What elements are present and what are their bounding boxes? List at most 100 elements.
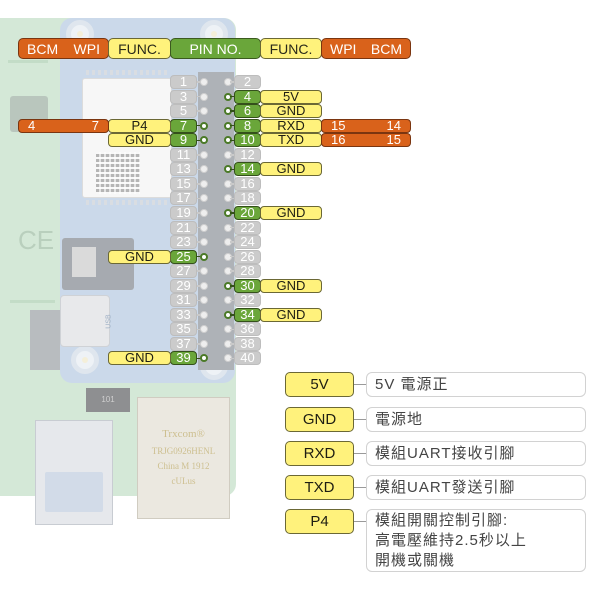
pin-connector-line — [230, 95, 235, 98]
header-right-wpi-bcm: WPI BCM — [321, 38, 411, 59]
legend-key-rxd: RXD — [285, 441, 354, 466]
pin-connector-dot — [200, 194, 208, 203]
legend-key-p4: P4 — [285, 509, 354, 534]
func-label-pin-30: GND — [260, 278, 322, 293]
func-label-pin-25: GND — [108, 249, 171, 264]
legend-connector — [354, 419, 366, 420]
pin-connector-line — [230, 343, 235, 345]
pin-23: 23 — [170, 235, 197, 250]
pin-26: 26 — [234, 249, 261, 264]
pin-40: 40 — [234, 351, 261, 366]
pin-39: 39 — [170, 351, 197, 366]
pin-connector-line — [230, 183, 235, 185]
pin-connector-line — [197, 241, 202, 243]
pin-connector-dot — [200, 267, 208, 276]
header-left-bcm-wpi: BCM WPI — [18, 38, 109, 59]
header-pin-no: PIN NO. — [170, 38, 261, 59]
pin-connector-dot — [200, 310, 208, 319]
pin-connector-line — [230, 357, 235, 360]
pin-connector-dot — [200, 325, 208, 334]
func-label-pin-4: 5V — [260, 89, 322, 104]
pin-connector-line — [230, 139, 235, 141]
pin-19: 19 — [170, 205, 197, 220]
legend-connector — [354, 384, 366, 385]
legend-key-5v: 5V — [285, 372, 354, 397]
func-label-pin-7: P4 — [108, 118, 171, 133]
pin-connector-dot — [200, 223, 208, 232]
pin-24: 24 — [234, 235, 261, 250]
eth-origin: China M 1912 — [157, 461, 210, 471]
bcm-number: 4 — [28, 117, 36, 133]
pin-12: 12 — [234, 147, 261, 162]
legend-key-gnd: GND — [285, 407, 354, 432]
pin-1: 1 — [170, 75, 197, 89]
pin-37: 37 — [170, 336, 197, 351]
pin-32: 32 — [234, 293, 261, 308]
board-trace — [10, 300, 55, 303]
legend-connector — [354, 521, 366, 522]
pin-connector-line — [230, 81, 235, 83]
legend-desc-txd: 模組UART發送引腳 — [366, 475, 586, 500]
pin-connector-line — [230, 241, 235, 243]
legend-connector — [354, 487, 366, 488]
pin-13: 13 — [170, 162, 197, 177]
pin-17: 17 — [170, 191, 197, 206]
module-pads — [86, 70, 168, 75]
pin-15: 15 — [170, 176, 197, 191]
pin-connector-line — [197, 270, 202, 272]
usb-a-slot — [45, 472, 103, 512]
legend-desc-p4: 模組開關控制引腳: 高電壓維持2.5秒以上 開機或關機 — [366, 509, 586, 572]
pin-9: 9 — [170, 133, 197, 148]
pin-27: 27 — [170, 264, 197, 279]
pin-connector-line — [197, 139, 202, 141]
pin-21: 21 — [170, 220, 197, 235]
pin-connector-dot — [200, 165, 208, 174]
pin-connector-line — [230, 285, 235, 287]
legend-desc-gnd: 電源地 — [366, 407, 586, 432]
pin-connector-line — [230, 328, 235, 331]
pin-connector-line — [197, 299, 202, 302]
pin-connector-dot — [200, 354, 208, 363]
pin-connector-dot — [200, 179, 208, 188]
func-label-pin-9: GND — [108, 133, 171, 148]
pin-connector-line — [230, 197, 235, 200]
pin-30: 30 — [234, 278, 261, 293]
pin-connector-line — [197, 255, 202, 258]
pin-connector-dot — [200, 208, 208, 217]
pin-connector-dot — [200, 107, 208, 116]
func-label-pin-20: GND — [260, 205, 322, 220]
pin-connector-line — [197, 328, 202, 331]
pin-16: 16 — [234, 176, 261, 191]
board-trace — [8, 60, 48, 63]
pin-connector-line — [197, 183, 202, 185]
pin-connector-dot — [200, 136, 208, 145]
ethernet-port — [137, 397, 230, 519]
pin-connector-line — [197, 314, 202, 316]
pin-6: 6 — [234, 104, 261, 119]
mounting-hole — [71, 346, 99, 374]
header-left-func: FUNC. — [108, 38, 171, 59]
module-pads — [86, 200, 168, 205]
pin-connector-line — [197, 81, 202, 83]
board-chip-101: 101 — [86, 388, 130, 412]
pin-31: 31 — [170, 293, 197, 308]
pin-connector-dot — [200, 78, 208, 86]
pin-7: 7 — [170, 118, 197, 133]
header-right-func: FUNC. — [260, 38, 322, 59]
legend-desc-rxd: 模組UART接收引腳 — [366, 441, 586, 466]
pin-connector-dot — [200, 121, 208, 130]
pin-connector-dot — [200, 296, 208, 305]
header-left-wpi: WPI — [73, 40, 100, 57]
pin-connector-line — [197, 285, 202, 287]
pin-connector-dot — [200, 281, 208, 290]
usb-c-port — [60, 295, 110, 347]
pin-connector-line — [230, 212, 235, 214]
pin-connector-line — [230, 299, 235, 302]
legend-key-txd: TXD — [285, 475, 354, 500]
pin-connector-line — [197, 154, 202, 156]
pin-connector-line — [197, 343, 202, 345]
pin-10: 10 — [234, 133, 261, 148]
func-label-pin-39: GND — [108, 351, 171, 366]
